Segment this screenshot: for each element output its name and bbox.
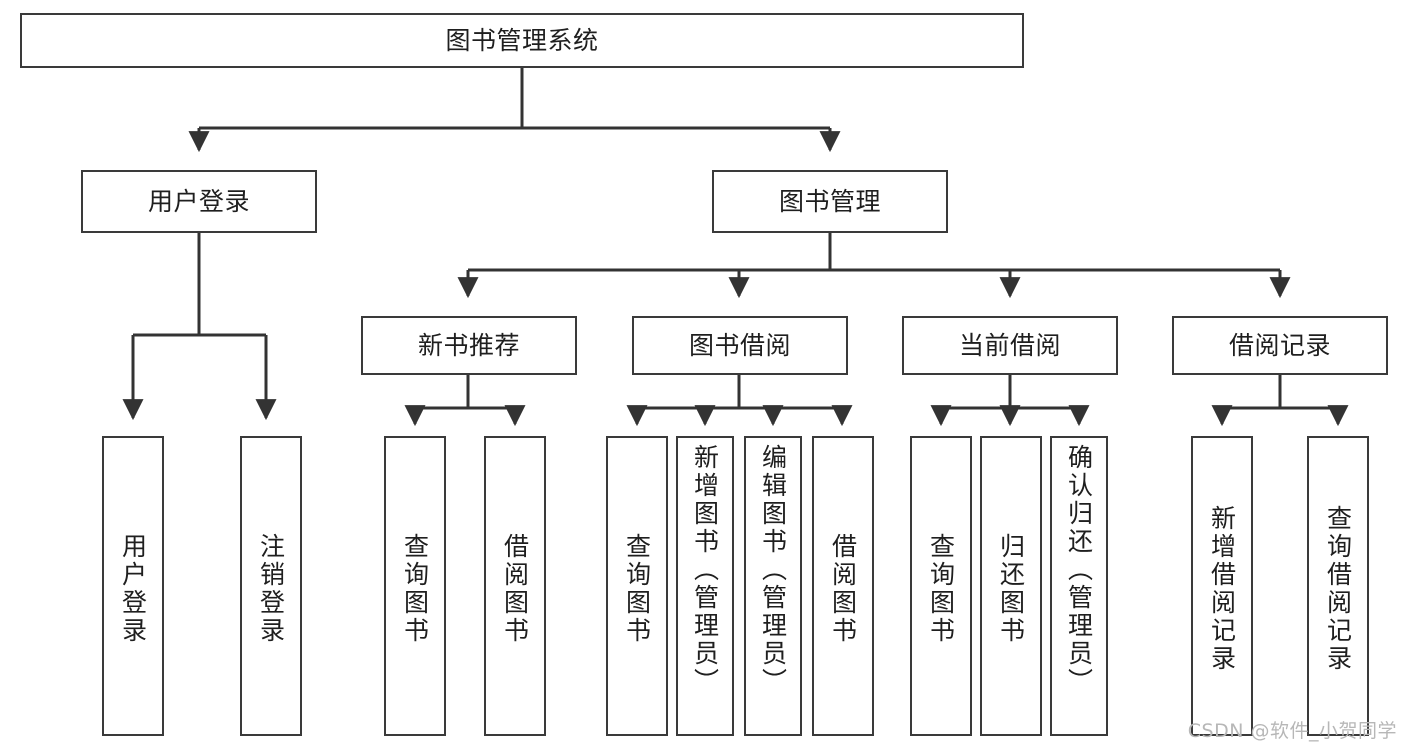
node-root[interactable]: 图书管理系统 (20, 13, 1024, 68)
leaf-borrow-book-2[interactable]: 借阅图书 (812, 436, 874, 736)
leaf-borrow-book-1[interactable]: 借阅图书 (484, 436, 546, 736)
leaf-query-record-label: 查询借阅记录 (1323, 505, 1353, 673)
leaf-add-record-label: 新增借阅记录 (1207, 505, 1237, 673)
leaf-edit-book-label: 编辑图书（管理员） (758, 444, 788, 696)
leaf-query-book-3[interactable]: 查询图书 (910, 436, 972, 736)
leaf-confirm-return[interactable]: 确认归还（管理员） (1050, 436, 1108, 736)
leaf-user-login[interactable]: 用户登录 (102, 436, 164, 736)
leaf-query-book-2[interactable]: 查询图书 (606, 436, 668, 736)
leaf-add-book[interactable]: 新增图书（管理员） (676, 436, 734, 736)
node-book-manage-label: 图书管理 (778, 187, 881, 216)
node-current-borrow-label: 当前借阅 (958, 331, 1061, 360)
node-borrow-record[interactable]: 借阅记录 (1172, 316, 1388, 375)
leaf-return-book[interactable]: 归还图书 (980, 436, 1042, 736)
node-book-borrow[interactable]: 图书借阅 (632, 316, 848, 375)
node-user-login-label: 用户登录 (147, 187, 250, 216)
leaf-query-book-2-label: 查询图书 (622, 533, 652, 645)
leaf-borrow-book-1-label: 借阅图书 (500, 533, 530, 645)
node-new-book-rec-label: 新书推荐 (417, 331, 520, 360)
leaf-query-book-1[interactable]: 查询图书 (384, 436, 446, 736)
leaf-logout[interactable]: 注销登录 (240, 436, 302, 736)
leaf-add-book-label: 新增图书（管理员） (690, 444, 720, 696)
leaf-edit-book[interactable]: 编辑图书（管理员） (744, 436, 802, 736)
leaf-query-book-3-label: 查询图书 (926, 533, 956, 645)
leaf-confirm-return-label: 确认归还（管理员） (1064, 444, 1094, 696)
leaf-logout-label: 注销登录 (256, 533, 286, 645)
leaf-add-record[interactable]: 新增借阅记录 (1191, 436, 1253, 736)
node-book-borrow-label: 图书借阅 (688, 331, 791, 360)
node-root-label: 图书管理系统 (445, 26, 599, 55)
node-book-manage[interactable]: 图书管理 (712, 170, 948, 233)
leaf-user-login-label: 用户登录 (118, 533, 148, 645)
node-new-book-rec[interactable]: 新书推荐 (361, 316, 577, 375)
node-borrow-record-label: 借阅记录 (1228, 331, 1331, 360)
leaf-query-record[interactable]: 查询借阅记录 (1307, 436, 1369, 736)
leaf-query-book-1-label: 查询图书 (400, 533, 430, 645)
leaf-return-book-label: 归还图书 (996, 533, 1026, 645)
leaf-borrow-book-2-label: 借阅图书 (828, 533, 858, 645)
node-current-borrow[interactable]: 当前借阅 (902, 316, 1118, 375)
node-user-login[interactable]: 用户登录 (81, 170, 317, 233)
